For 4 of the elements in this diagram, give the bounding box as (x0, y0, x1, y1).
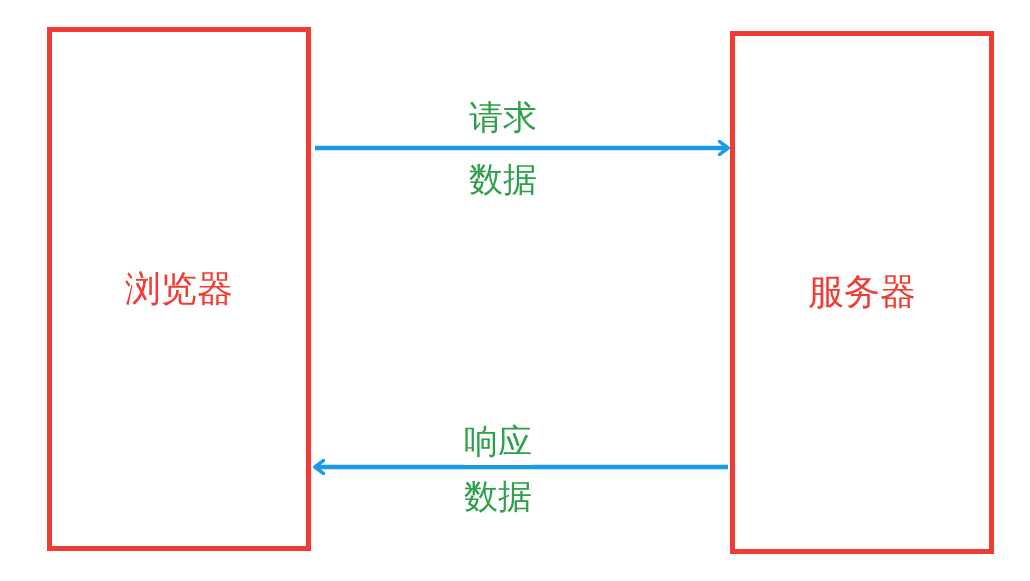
arrow (315, 139, 730, 157)
process-box: 浏览器 (47, 27, 311, 551)
process-box: 服务器 (730, 31, 994, 554)
arrow (313, 458, 728, 476)
